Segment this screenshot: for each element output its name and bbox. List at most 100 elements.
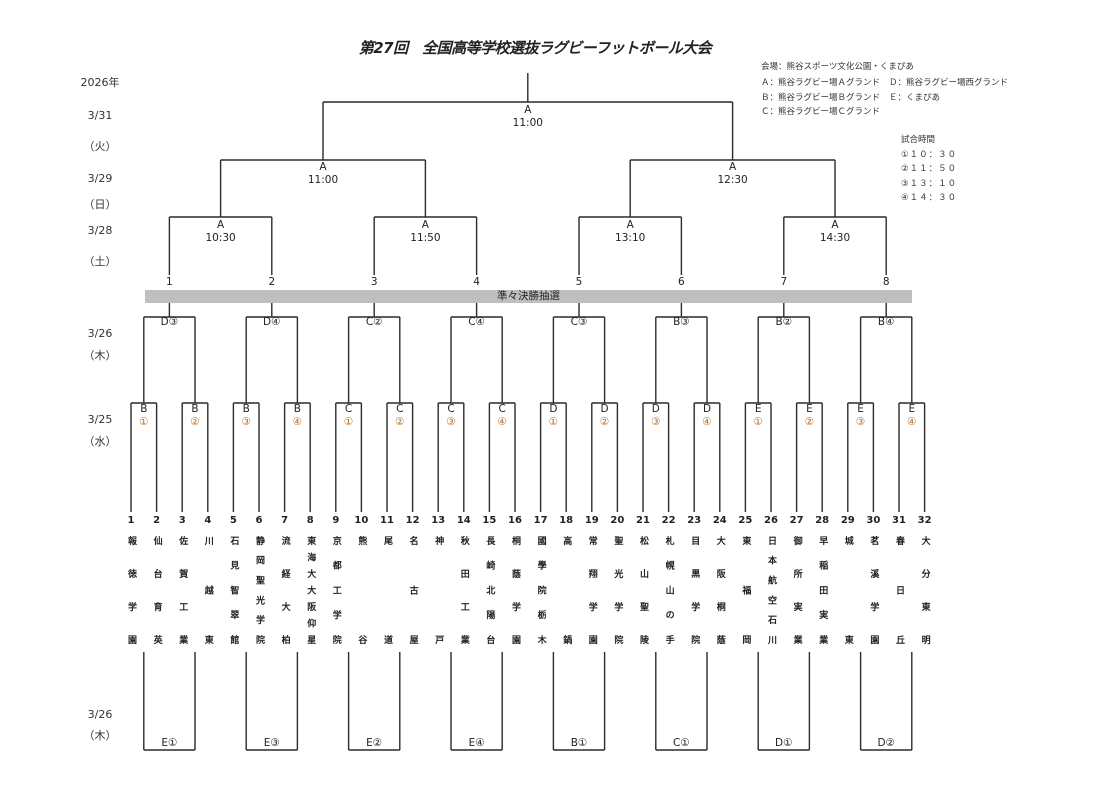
draw-slot-number: 2 <box>268 276 276 288</box>
draw-slot-number: 5 <box>575 276 583 288</box>
consolation-match-label: C① <box>673 737 690 749</box>
team-name: 國學院栃木 <box>535 536 546 644</box>
draw-slot-number: 7 <box>780 276 788 288</box>
team-name: 静岡聖光学院 <box>254 536 264 644</box>
team-name: 御所実業 <box>791 536 802 644</box>
round1-venue: B <box>140 403 148 415</box>
team-name: 流経大柏 <box>279 536 290 644</box>
round1-time-slot: ③ <box>651 416 661 428</box>
quarterfinal-time: 11:50 <box>410 232 441 244</box>
team-number: 4 <box>204 515 212 526</box>
round1-time-slot: ④ <box>497 416 507 428</box>
team-name: 早稲田実業 <box>817 536 828 644</box>
round1-time-slot: ① <box>139 416 149 428</box>
round1-venue: D <box>702 403 712 415</box>
draw-slot-number: 1 <box>166 276 173 288</box>
semifinal-venue: A <box>729 161 737 173</box>
team-number: 19 <box>584 515 599 526</box>
team-number: 18 <box>559 515 574 526</box>
team-name: 川越東 <box>202 536 213 644</box>
round2-match-label: C④ <box>468 316 485 328</box>
venue-legend-header: 会場：熊谷スポーツ文化公園・くまぴあ <box>761 62 914 72</box>
time-legend-3: ③１３：１０ <box>901 179 958 189</box>
day-label: （木） <box>83 729 117 742</box>
round2-match-label: C② <box>365 316 383 328</box>
team-number: 30 <box>866 515 881 526</box>
team-number: 1 <box>127 515 135 526</box>
team-number: 26 <box>764 515 778 526</box>
team-number: 7 <box>281 515 289 526</box>
team-number: 2 <box>153 515 161 526</box>
team-number: 29 <box>840 515 855 526</box>
round1-time-slot: ④ <box>907 416 917 428</box>
venue-legend-d: Ｄ：熊谷ラグビー場西グランド <box>889 78 1009 88</box>
time-legend-1: ①１０：３０ <box>901 150 958 160</box>
team-number: 11 <box>380 515 394 526</box>
year-label: 2026年 <box>80 76 120 89</box>
consolation-match-label: E④ <box>468 737 485 749</box>
team-number: 6 <box>255 515 263 526</box>
team-number: 12 <box>405 515 420 526</box>
team-number: 13 <box>431 515 446 526</box>
final-venue: A <box>524 104 532 116</box>
day-label: （水） <box>83 435 117 448</box>
time-legend-2: ②１１：５０ <box>901 164 958 174</box>
round1-time-slot: ③ <box>855 416 866 428</box>
draw-slot-number: 6 <box>678 276 685 288</box>
team-number: 10 <box>354 515 369 526</box>
round1-time-slot: ② <box>804 416 815 428</box>
final-time: 11:00 <box>512 117 543 129</box>
semifinal-venue: A <box>319 161 327 173</box>
quarterfinal-time: 10:30 <box>205 232 236 244</box>
team-name: 長崎北陽台 <box>484 536 495 644</box>
date-label: 3/25 <box>87 413 113 426</box>
team-number: 8 <box>306 515 314 526</box>
team-name: 東福岡 <box>740 536 751 644</box>
round1-venue: C <box>447 403 455 415</box>
team-name: 東海大大阪仰星 <box>305 536 316 644</box>
date-label: 3/28 <box>87 224 113 237</box>
round1-venue: B <box>293 403 301 415</box>
consolation-match-label: B① <box>570 737 588 749</box>
round1-time-slot: ③ <box>446 416 456 428</box>
round2-match-label: D③ <box>160 316 179 328</box>
team-number: 24 <box>712 515 727 526</box>
team-name: 仙台育英 <box>151 536 162 644</box>
round2-match-label: D④ <box>263 316 281 328</box>
team-number: 14 <box>456 515 471 526</box>
team-number: 15 <box>482 515 497 526</box>
team-name: 茗溪学園 <box>868 536 879 644</box>
team-name: 秋田工業 <box>458 536 469 644</box>
team-name: 尾道 <box>382 536 392 644</box>
draw-slot-number: 8 <box>882 276 890 288</box>
draw-slot-number: 4 <box>473 276 480 288</box>
round1-time-slot: ③ <box>241 416 251 428</box>
team-name: 佐賀工業 <box>177 536 188 644</box>
team-name: 報徳学園 <box>126 536 136 644</box>
team-number: 31 <box>892 515 906 526</box>
time-legend-title: 試合時間 <box>901 135 936 145</box>
round1-time-slot: ① <box>753 416 763 428</box>
team-name: 松山聖陵 <box>638 536 648 644</box>
round1-venue: E <box>857 403 864 415</box>
team-number: 21 <box>636 515 650 526</box>
quarterfinal-draw-band: 準々決勝抽選 <box>145 290 912 303</box>
team-number: 5 <box>229 515 237 526</box>
round1-time-slot: ① <box>343 416 354 428</box>
team-number: 23 <box>687 515 702 526</box>
team-name: 大分東明 <box>919 536 930 644</box>
team-number: 16 <box>508 515 522 526</box>
date-label: 3/29 <box>87 172 113 185</box>
team-name: 聖光学院 <box>612 536 623 644</box>
date-label: 3/31 <box>87 109 113 122</box>
team-number: 9 <box>332 515 340 526</box>
venue-legend-b: Ｂ：熊谷ラグビー場Ｂグランド <box>761 93 881 103</box>
semifinal-time: 12:30 <box>717 174 748 186</box>
round1-venue: D <box>549 403 558 415</box>
round1-venue: B <box>242 403 250 415</box>
round1-time-slot: ④ <box>702 416 712 428</box>
venue-legend-c: Ｃ：熊谷ラグビー場Ｃグランド <box>761 107 881 117</box>
round2-match-label: B③ <box>673 316 690 328</box>
quarterfinal-venue: A <box>831 219 839 231</box>
